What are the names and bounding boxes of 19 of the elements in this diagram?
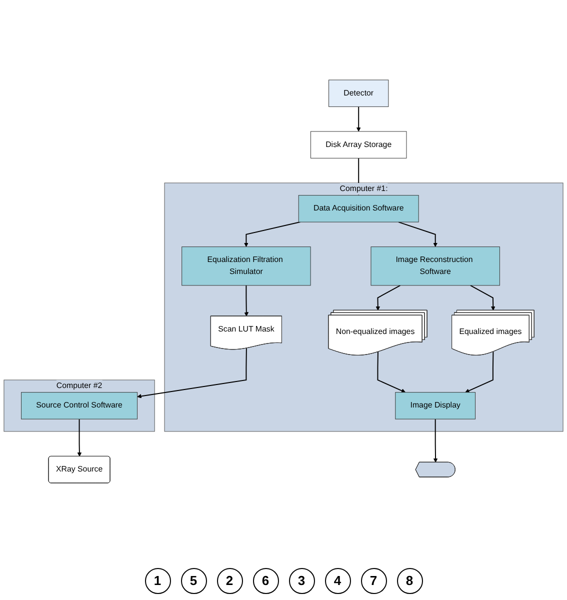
- arrow: [77, 418, 82, 456]
- callout-number: 8: [396, 568, 422, 594]
- callout-number: 3: [288, 568, 314, 594]
- callout-number: 7: [360, 568, 386, 594]
- arrow: [137, 347, 247, 398]
- callout-number: 6: [252, 568, 278, 594]
- arrow: [470, 284, 496, 310]
- arrow: [356, 106, 361, 132]
- arrow: [465, 350, 494, 392]
- arrow: [244, 221, 301, 247]
- callout-number: 1: [144, 568, 170, 594]
- arrow: [244, 284, 249, 316]
- callout-number: 4: [324, 568, 350, 594]
- arrow: [376, 284, 401, 310]
- arrow: [398, 221, 438, 247]
- arrow: [433, 418, 438, 462]
- callout-number: 5: [180, 568, 206, 594]
- arrow: [377, 351, 406, 392]
- callout-number: 2: [216, 568, 242, 594]
